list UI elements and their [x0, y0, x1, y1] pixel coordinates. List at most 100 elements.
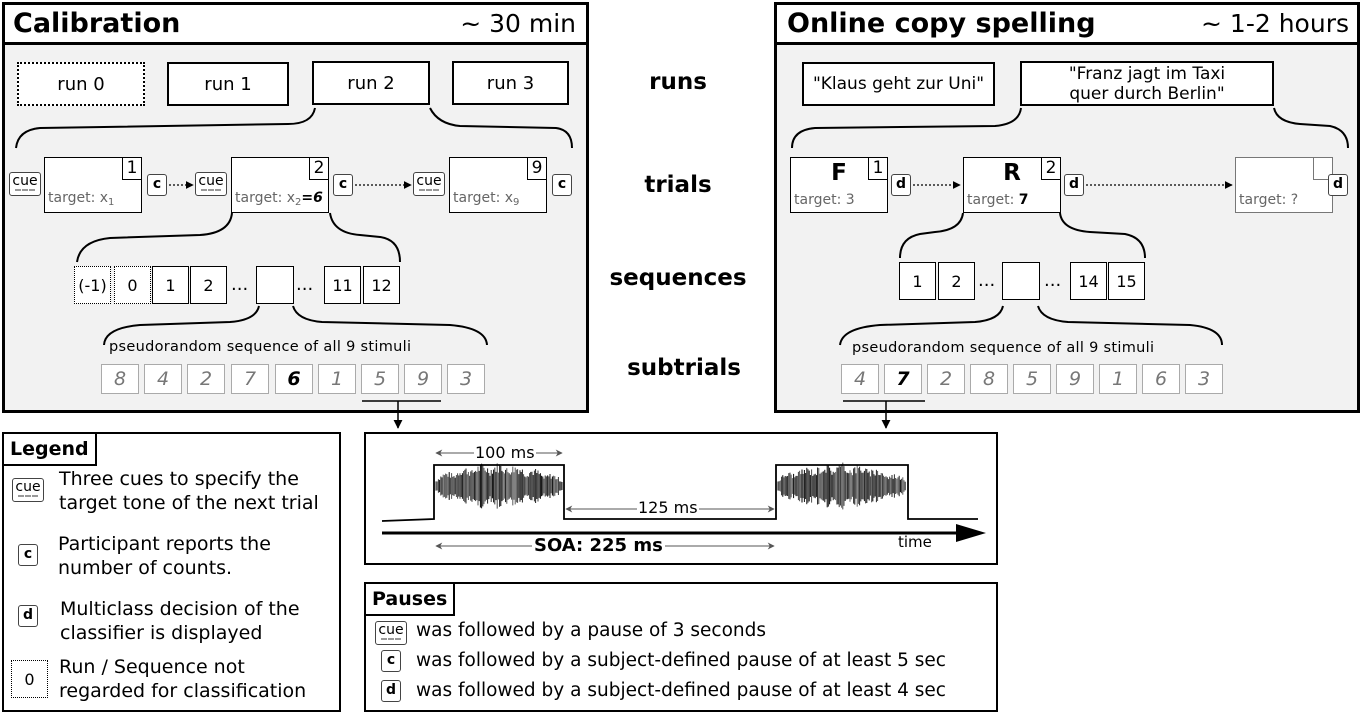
cue-icon: cue: [375, 621, 407, 645]
trial-number: 9: [527, 158, 546, 180]
online-trial-1: F 1 target: 3: [790, 157, 888, 213]
trial-target: target: ?: [1239, 192, 1299, 208]
ellipsis: ...: [231, 274, 249, 295]
count-report-icon: c: [381, 650, 401, 672]
soa-label: SOA: 225 ms: [532, 535, 665, 556]
legend-title: Legend: [4, 434, 97, 466]
cue-label: cue: [198, 173, 224, 189]
stimulus: 7: [231, 364, 269, 394]
stimulus: 3: [447, 364, 485, 394]
trial-number: 2: [309, 158, 328, 180]
online-sequence-1: 1: [899, 262, 936, 300]
cue-label: cue: [416, 173, 442, 189]
online-sequence-current: [1002, 262, 1040, 300]
audio-waveform-2: [777, 462, 906, 510]
legend-not-regarded-icon: 0: [11, 660, 48, 698]
stimulus: 1: [318, 364, 356, 394]
legend-box: Legend: [2, 432, 341, 712]
time-axis-label: time: [898, 533, 932, 551]
sequence-12: 12: [363, 266, 400, 304]
stimulus-target: 7: [884, 364, 922, 394]
cue-icon: cue: [195, 172, 227, 196]
count-report-icon: c: [552, 174, 572, 196]
run-0: run 0: [17, 62, 145, 106]
trial-9: 9 target: x9: [449, 157, 547, 213]
sequence-current: [256, 266, 294, 304]
cue-icon: cue: [12, 478, 44, 502]
count-report-icon: c: [147, 174, 167, 196]
sequence-2: 2: [190, 266, 227, 304]
sentence-1: "Klaus geht zur Uni": [802, 62, 995, 106]
pause-text-count: was followed by a subject-defined pause …: [416, 650, 946, 671]
stimulus-pulse-trace: [381, 464, 978, 522]
audio-waveform-1: [435, 463, 563, 509]
level-label-subtrials: subtrials: [627, 355, 741, 381]
stimulus: 3: [1185, 364, 1223, 394]
decision-icon: d: [18, 605, 38, 627]
online-sequence-2: 2: [938, 262, 975, 300]
decision-icon: d: [1328, 174, 1348, 196]
run-2: run 2: [312, 61, 430, 105]
online-trial-2: R 2 target: 7: [963, 157, 1061, 213]
trial-2: 2 target: x2=6: [231, 157, 329, 213]
cue-label: cue: [12, 173, 38, 189]
online-header: Online copy spelling ~ 1-2 hours: [777, 5, 1357, 45]
run-1: run 1: [167, 62, 289, 106]
stimulus: 2: [927, 364, 965, 394]
stimulus: 5: [361, 364, 399, 394]
cue-icon: cue: [413, 172, 445, 196]
pauses-title: Pauses: [366, 584, 456, 616]
cue-label: cue: [15, 479, 41, 495]
trial-number: 1: [122, 158, 141, 180]
cue-label: cue: [378, 622, 404, 638]
sequence-11: 11: [324, 266, 361, 304]
sentence-2: "Franz jagt im Taxi quer durch Berlin": [1020, 61, 1274, 106]
sentence-2-line-2: quer durch Berlin": [1069, 83, 1225, 104]
pause-text-cue: was followed by a pause of 3 seconds: [416, 620, 767, 641]
stimulus: 8: [970, 364, 1008, 394]
stimulus: 4: [144, 364, 182, 394]
online-trial-next: target: ?: [1235, 157, 1333, 213]
trial-target: target: 7: [967, 192, 1029, 208]
sequence-minus-1: (-1): [74, 266, 111, 304]
timing-box: 100 ms 125 ms SOA: 225 ms time: [364, 432, 998, 565]
count-report-icon: c: [333, 174, 353, 196]
ellipsis: ...: [978, 270, 996, 291]
trial-target: target: 3: [794, 192, 855, 208]
pause-text-decision: was followed by a subject-defined pause …: [416, 680, 946, 701]
trial-target: target: x9: [453, 190, 520, 208]
calibration-duration: ~ 30 min: [460, 9, 576, 38]
timing-diagram: [381, 449, 986, 550]
count-report-icon: c: [18, 544, 38, 566]
pseudorandom-label: pseudorandom sequence of all 9 stimuli: [109, 339, 412, 355]
stimulus: 4: [841, 364, 879, 394]
ellipsis: ...: [1044, 270, 1062, 291]
decision-icon: d: [891, 174, 911, 196]
trial-1: 1 target: x1: [44, 157, 142, 213]
level-label-trials: trials: [644, 172, 712, 198]
trial-number: 2: [1041, 158, 1060, 180]
calibration-title: Calibration: [13, 8, 181, 39]
stimulus: 2: [187, 364, 225, 394]
trial-number: 1: [868, 158, 887, 180]
calibration-header: Calibration ~ 30 min: [5, 5, 586, 45]
sequence-1: 1: [152, 266, 189, 304]
stimulus: 9: [1056, 364, 1094, 394]
online-sequence-14: 14: [1070, 262, 1107, 300]
online-duration: ~ 1-2 hours: [1201, 9, 1349, 38]
stimulus: 5: [1013, 364, 1051, 394]
trial-number: [1313, 158, 1332, 180]
trial-target: target: x2=6: [235, 190, 323, 208]
duration-label: 100 ms: [474, 443, 536, 462]
decision-icon: d: [381, 680, 401, 702]
run-3: run 3: [452, 61, 569, 105]
stimulus: 6: [1142, 364, 1180, 394]
sequence-0: 0: [114, 266, 151, 304]
isi-label: 125 ms: [637, 498, 699, 517]
stimulus: 9: [404, 364, 442, 394]
online-sequence-15: 15: [1108, 262, 1145, 300]
online-pseudorandom-label: pseudorandom sequence of all 9 stimuli: [852, 340, 1155, 356]
